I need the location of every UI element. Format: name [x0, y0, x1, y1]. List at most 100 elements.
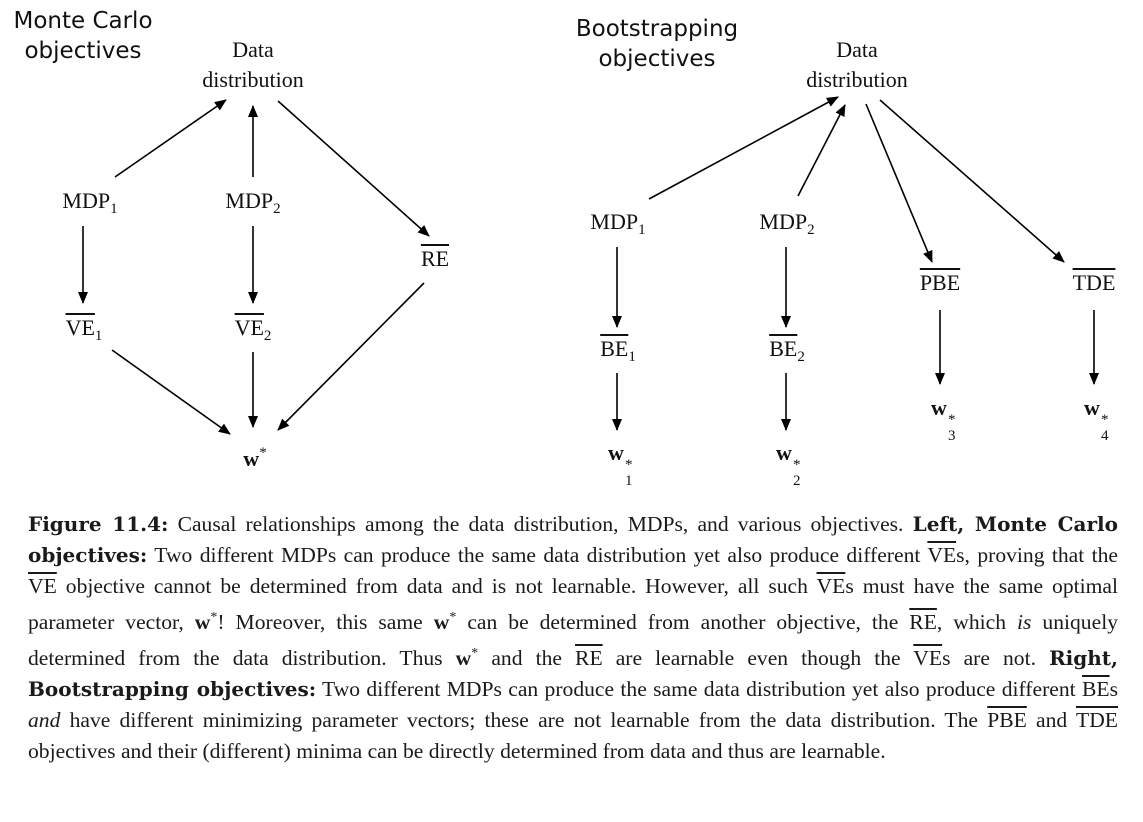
caption-w: w	[194, 610, 211, 634]
right-heading-line2: objectives	[598, 46, 716, 72]
caption-w: w	[455, 646, 472, 670]
right-mdp2-subscript: 2	[807, 222, 815, 238]
right-be1-node: BE1	[600, 334, 636, 372]
arrow-mdp1-to-data	[114, 99, 227, 178]
left-mdp1-label: MDP	[62, 188, 111, 213]
caption-and: and	[28, 708, 61, 732]
caption-intro: Causal relationships among the data dist…	[177, 512, 904, 536]
right-mdp2-node: MDP2	[759, 207, 814, 245]
caption-re: RE	[575, 646, 603, 670]
arrow-mdp2-to-data-right	[797, 104, 846, 197]
caption-ve: VE	[927, 543, 957, 567]
right-w4-superscript: *	[1100, 412, 1109, 428]
caption-figure-label: Figure 11.4:	[28, 512, 169, 536]
caption-w-star: *	[210, 610, 218, 625]
caption-text: s	[1109, 677, 1118, 701]
left-mdp2-node: MDP2	[225, 186, 280, 224]
caption-w: w	[433, 610, 450, 634]
caption-text: s, proving that the	[956, 543, 1118, 567]
right-w1-subscript: 1	[624, 473, 633, 489]
right-be2-subscript: 2	[797, 349, 805, 365]
figure-caption: Figure 11.4: Causal relationships among …	[28, 509, 1118, 767]
right-w4-subscript: 4	[1100, 428, 1109, 444]
right-be2-node: BE2	[769, 334, 805, 372]
right-be1-label: BE	[600, 336, 629, 361]
right-mdp1-label: MDP	[590, 209, 639, 234]
left-data-label-line2: distribution	[202, 67, 304, 92]
arrow-mdp1-to-data-right	[648, 96, 839, 200]
caption-text: and	[1036, 708, 1068, 732]
right-be1-subscript: 1	[628, 349, 636, 365]
left-heading-line1: Monte Carlo	[13, 8, 153, 34]
right-w4-node: w*4	[1084, 393, 1110, 444]
right-mdp1-subscript: 1	[638, 222, 646, 238]
caption-is: is	[1017, 610, 1032, 634]
caption-text: s are not.	[942, 646, 1036, 670]
right-w3-subscript: 3	[947, 428, 956, 444]
caption-tde: TDE	[1076, 708, 1118, 732]
right-data-label-line2: distribution	[806, 67, 908, 92]
right-pbe-node: PBE	[920, 268, 960, 298]
caption-text: , which	[936, 610, 1007, 634]
left-data-label-line1: Data	[232, 37, 274, 62]
right-w3-superscript: *	[947, 412, 956, 428]
right-mdp1-node: MDP1	[590, 207, 645, 245]
caption-ve: VE	[913, 646, 943, 670]
right-data-label-line1: Data	[836, 37, 878, 62]
right-w2-superscript: *	[792, 457, 801, 473]
caption-be: BE	[1081, 677, 1110, 701]
left-re-node: RE	[421, 244, 449, 274]
arrow-data-to-re	[277, 100, 430, 237]
caption-text: are learnable even though the	[615, 646, 901, 670]
left-ve2-subscript: 2	[263, 328, 272, 344]
caption-text: s must have the same optimal parameter v…	[28, 574, 1119, 634]
right-heading: Bootstrapping objectives	[568, 14, 746, 74]
caption-ve: VE	[28, 574, 57, 598]
right-w2-subscript: 2	[792, 473, 801, 489]
right-w2-label: w	[776, 440, 792, 465]
left-ve1-subscript: 1	[94, 328, 103, 344]
right-data-distribution-node: Data distribution	[806, 35, 907, 95]
caption-right-label: Right, Bootstrapping objectives:	[28, 646, 1119, 701]
caption-text: and the	[491, 646, 562, 670]
left-heading-line2: objectives	[24, 38, 142, 64]
left-mdp1-node: MDP1	[62, 186, 117, 224]
arrow-re-to-w	[277, 282, 425, 431]
right-tde-label: TDE	[1072, 270, 1116, 295]
left-w-superscript: *	[259, 445, 267, 461]
arrow-data-to-pbe	[865, 103, 933, 263]
right-w3-label: w	[931, 395, 947, 420]
caption-text: ! Moreover, this same	[217, 610, 423, 634]
caption-text: Two different MDPs can produce the same …	[322, 677, 1076, 701]
right-w4-label: w	[1084, 395, 1100, 420]
left-heading: Monte Carlo objectives	[8, 6, 158, 66]
caption-text: objective cannot be determined from data…	[65, 574, 808, 598]
caption-w-star: *	[471, 646, 479, 661]
left-ve2-node: VE2	[235, 313, 272, 351]
left-ve1-label: VE	[65, 315, 95, 340]
caption-text: Two different MDPs can produce the same …	[154, 543, 921, 567]
caption-text: objectives and their (different) minima …	[28, 739, 886, 763]
left-w-label: w	[243, 446, 260, 471]
left-ve2-label: VE	[234, 315, 264, 340]
left-w-star-node: w*	[243, 438, 266, 474]
caption-text: can be determined from another objective…	[467, 610, 899, 634]
left-mdp1-subscript: 1	[110, 201, 118, 217]
caption-left-label: Left, Monte Carlo objectives:	[28, 512, 1118, 567]
arrow-data-to-tde	[879, 99, 1065, 263]
right-w2-node: w*2	[776, 438, 802, 489]
right-be2-label: BE	[769, 336, 798, 361]
right-tde-node: TDE	[1073, 268, 1116, 298]
right-w3-node: w*3	[931, 393, 957, 444]
right-w1-label: w	[608, 440, 624, 465]
caption-pbe: PBE	[987, 708, 1027, 732]
left-mdp2-label: MDP	[225, 188, 274, 213]
arrow-ve1-to-w	[111, 349, 231, 435]
caption-text: uniquely determined from the data distri…	[28, 610, 1118, 670]
caption-re: RE	[909, 610, 937, 634]
right-mdp2-label: MDP	[759, 209, 808, 234]
arrows-layer	[78, 96, 1099, 435]
right-w1-node: w*1	[608, 438, 634, 489]
left-ve1-node: VE1	[66, 313, 103, 351]
caption-w-star: *	[449, 610, 457, 625]
